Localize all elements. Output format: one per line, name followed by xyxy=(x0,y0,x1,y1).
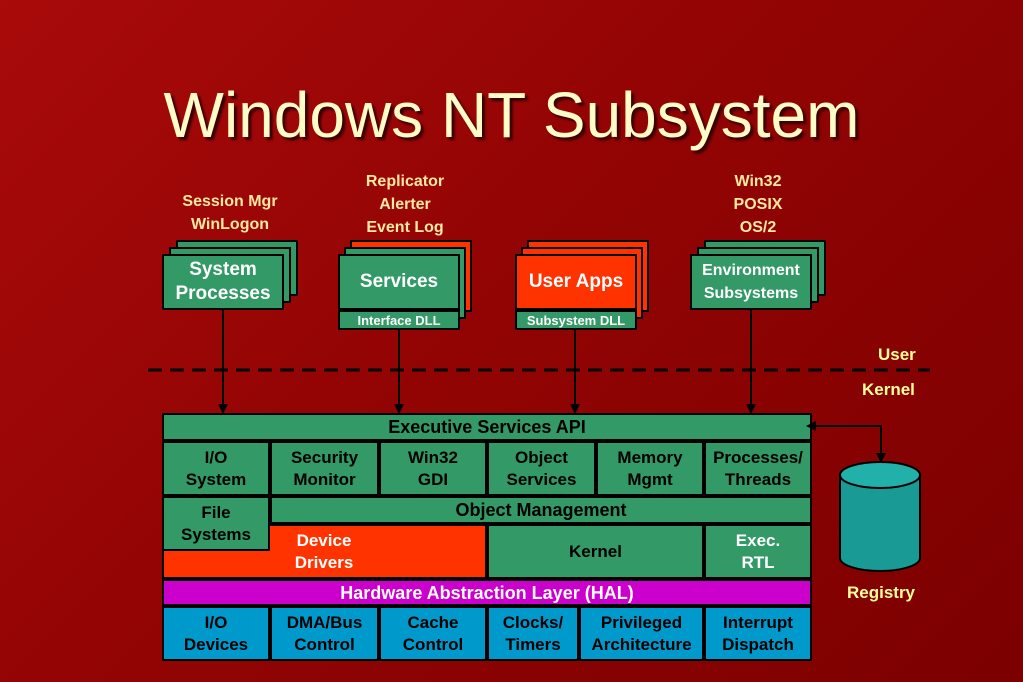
registry-cylinder xyxy=(839,461,921,572)
registry-label: Registry xyxy=(846,583,916,602)
system-processes-label: Session Mgr WinLogon xyxy=(182,193,278,233)
security-monitor-box: Security Monitor xyxy=(270,441,379,496)
cache-control-box: Cache Control xyxy=(379,606,487,661)
services-label: Replicator Alerter Event Log xyxy=(365,173,445,236)
object-services-box: Object Services xyxy=(487,441,596,496)
memory-mgmt-box: Memory Mgmt xyxy=(596,441,704,496)
file-systems-box: File Systems xyxy=(162,496,270,551)
environment-subsystems-box: Environment Subsystems xyxy=(690,254,812,310)
io-system-box: I/O System xyxy=(162,441,270,496)
dma-bus-control-box: DMA/Bus Control xyxy=(270,606,379,661)
io-devices-box: I/O Devices xyxy=(162,606,270,661)
services-box: Services xyxy=(338,254,460,310)
user-mode-label: User xyxy=(878,345,916,364)
clocks-timers-box: Clocks/ Timers xyxy=(487,606,579,661)
processes-threads-box: Processes/ Threads xyxy=(704,441,812,496)
kernel-mode-label: Kernel xyxy=(862,380,915,399)
interrupt-dispatch-box: Interrupt Dispatch xyxy=(704,606,812,661)
kernel-box: Kernel xyxy=(487,524,704,579)
object-management-box: Object Management xyxy=(270,496,812,524)
executive-services-api: Executive Services API xyxy=(162,413,812,441)
subsystem-dll-box: Subsystem DLL xyxy=(515,310,637,330)
device-drivers-label: Device Drivers xyxy=(294,531,354,572)
win32-gdi-box: Win32 GDI xyxy=(379,441,487,496)
privileged-architecture-box: Privileged Architecture xyxy=(579,606,704,661)
exec-rtl-box: Exec. RTL xyxy=(704,524,812,579)
environment-label: Win32 POSIX OS/2 xyxy=(733,173,783,236)
interface-dll-box: Interface DLL xyxy=(338,310,460,330)
page-title: Windows NT Subsystem xyxy=(163,79,860,151)
system-processes-box: System Processes xyxy=(162,254,284,310)
user-apps-box: User Apps xyxy=(515,254,637,310)
hal-box: Hardware Abstraction Layer (HAL) xyxy=(162,579,812,606)
registry-arrow xyxy=(806,421,886,463)
